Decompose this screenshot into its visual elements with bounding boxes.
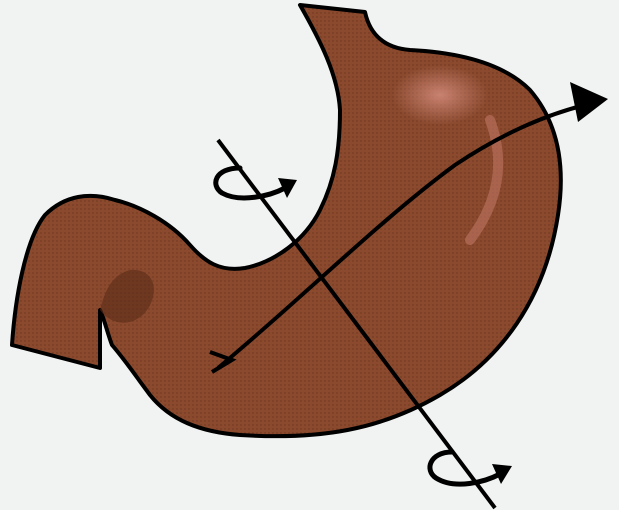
fundus-highlight [392, 65, 488, 125]
